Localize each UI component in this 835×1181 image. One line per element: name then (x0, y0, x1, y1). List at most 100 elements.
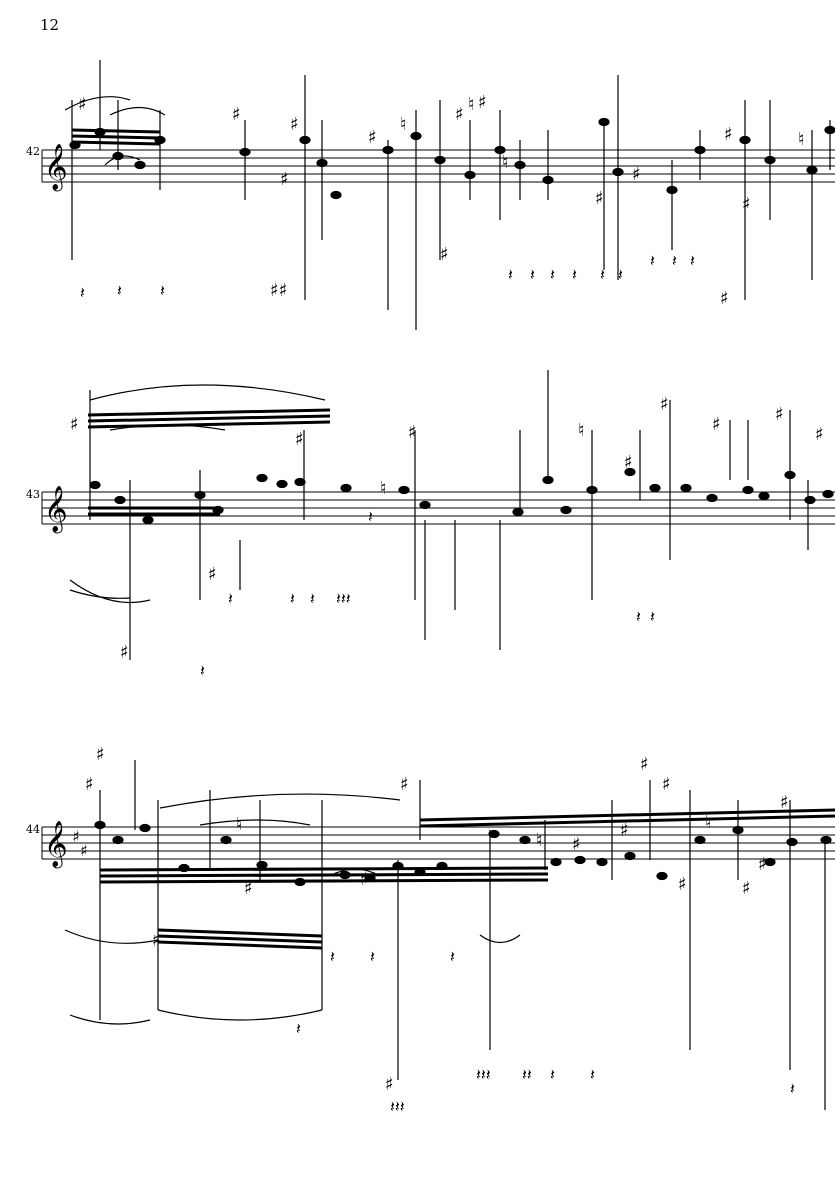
svg-text:♯: ♯ (78, 94, 87, 115)
svg-text:♯♯: ♯♯ (270, 280, 287, 301)
beams-43 (87, 408, 331, 516)
accidentals-44: ♯ ♯ ♮ ♯ ♯ ♯ ♮ ♯ ♯ ♯ ♯ ♮ ♯ ♯ ♯ ♯ ♯ ♯ (85, 744, 789, 1095)
svg-text:♯: ♯ (572, 834, 581, 855)
svg-text:♯: ♯ (724, 124, 733, 145)
beams-42 (71, 128, 161, 146)
svg-text:♯: ♯ (290, 114, 299, 135)
svg-text:♯: ♯ (455, 104, 464, 125)
staff-system-43: 𝄞 (41, 370, 835, 680)
svg-text:♯: ♯ (632, 164, 641, 185)
treble-clef-icon: 𝄞 (44, 486, 68, 534)
svg-text:♯: ♯ (815, 424, 824, 445)
svg-text:♮: ♮ (536, 830, 542, 851)
svg-text:♯: ♯ (400, 774, 409, 795)
svg-text:𝄽: 𝄽 (508, 265, 513, 284)
svg-text:𝄽: 𝄽 (530, 265, 535, 284)
svg-text:♯: ♯ (408, 422, 417, 443)
treble-clef-icon: 𝄞 (44, 144, 68, 192)
svg-text:♯: ♯ (595, 188, 604, 209)
svg-text:♯: ♯ (758, 854, 767, 875)
svg-text:𝄽: 𝄽 (618, 265, 623, 284)
treble-clef-icon: 𝄞 (44, 821, 68, 869)
svg-text:𝄽: 𝄽 (650, 251, 655, 270)
svg-text:♮: ♮ (236, 814, 242, 835)
svg-text:𝄽: 𝄽 (450, 947, 455, 966)
svg-text:♯: ♯ (742, 194, 751, 215)
svg-text:𝄽: 𝄽 (200, 661, 205, 680)
beams-44 (99, 808, 835, 950)
slurs-42 (64, 96, 166, 166)
staff-system-42: 𝄞 (41, 60, 835, 330)
svg-text:♯: ♯ (660, 394, 669, 415)
accidentals-42: ♯ ♯ ♯ ♯ ♯ ♮ ♯ ♮ ♯ ♮ ♯ ♯ ♯ ♯ ♮ ♯ ♯ ♯♯ (78, 92, 804, 309)
svg-text:♯: ♯ (208, 564, 217, 585)
svg-text:♯: ♯ (662, 774, 671, 795)
svg-text:♯: ♯ (775, 404, 784, 425)
svg-text:♯: ♯ (368, 127, 377, 148)
staff-system-44: 𝄞 ♯ ♯ (41, 744, 835, 1116)
notes-42 (69, 60, 835, 330)
svg-text:𝄽: 𝄽 (228, 589, 233, 608)
svg-text:𝄽: 𝄽 (370, 947, 375, 966)
notes-43 (89, 370, 834, 660)
svg-text:♯: ♯ (80, 841, 88, 860)
page-number: 12 (40, 16, 60, 34)
svg-text:♮: ♮ (798, 129, 804, 150)
svg-text:♮: ♮ (502, 152, 508, 173)
svg-text:♯: ♯ (360, 869, 369, 890)
svg-text:𝄽: 𝄽 (590, 1065, 595, 1084)
svg-text:𝄽: 𝄽 (330, 947, 335, 966)
svg-text:𝄽: 𝄽 (636, 607, 641, 626)
svg-text:𝄽: 𝄽 (550, 265, 555, 284)
svg-text:𝄽𝄽𝄽: 𝄽𝄽𝄽 (336, 589, 351, 608)
svg-text:♮: ♮ (705, 812, 711, 833)
svg-text:♯: ♯ (712, 414, 721, 435)
svg-text:♯: ♯ (70, 414, 79, 435)
svg-text:♯: ♯ (385, 1074, 394, 1095)
svg-text:♯: ♯ (678, 874, 687, 895)
svg-text:♯: ♯ (96, 744, 105, 765)
rests-44: 𝄽 𝄽 𝄽 𝄽 𝄽𝄽𝄽 𝄽𝄽𝄽 𝄽𝄽 𝄽 𝄽 𝄽 (296, 947, 795, 1116)
svg-text:♯: ♯ (624, 452, 633, 473)
measure-number-42: 42 (26, 145, 40, 158)
svg-text:♮: ♮ (468, 94, 474, 115)
svg-text:𝄽: 𝄽 (690, 251, 695, 270)
rests-43: 𝄽 𝄽 𝄽 𝄽𝄽𝄽 𝄽 𝄽 𝄽 𝄽 (200, 507, 655, 680)
measure-number-44: 44 (26, 823, 40, 836)
staff-lines (41, 826, 835, 860)
svg-text:♯: ♯ (72, 827, 80, 846)
svg-text:𝄽: 𝄽 (117, 281, 122, 300)
notes-44 (94, 760, 832, 1110)
svg-text:𝄽𝄽: 𝄽𝄽 (522, 1065, 532, 1084)
slurs-43 (69, 384, 326, 603)
svg-text:♯: ♯ (232, 104, 241, 125)
svg-text:♯: ♯ (152, 930, 161, 951)
svg-text:𝄽: 𝄽 (600, 265, 605, 284)
svg-text:𝄽: 𝄽 (672, 251, 677, 270)
accidentals-43: ♯ ♯ ♯ ♮ ♯ ♯ ♯ ♯ ♯ ♮ ♯ ♯ (70, 394, 824, 663)
svg-text:𝄽: 𝄽 (650, 607, 655, 626)
svg-text:𝄽: 𝄽 (310, 589, 315, 608)
svg-text:♯: ♯ (720, 288, 729, 309)
svg-text:♯: ♯ (640, 754, 649, 775)
rests-42: 𝄽 𝄽 𝄽 𝄽 𝄽 𝄽 𝄽 𝄽 𝄽 𝄽 𝄽 𝄽 (80, 251, 695, 302)
svg-text:𝄽: 𝄽 (296, 1019, 301, 1038)
svg-text:𝄽: 𝄽 (550, 1065, 555, 1084)
svg-text:𝄽: 𝄽 (290, 589, 295, 608)
svg-text:♯: ♯ (440, 244, 449, 265)
svg-text:♯: ♯ (120, 642, 129, 663)
svg-text:𝄽: 𝄽 (368, 507, 373, 526)
svg-text:♯: ♯ (295, 429, 304, 450)
svg-text:𝄽: 𝄽 (80, 283, 85, 302)
svg-text:♯: ♯ (620, 820, 629, 841)
svg-text:𝄽: 𝄽 (790, 1079, 795, 1098)
slurs-44 (64, 793, 521, 1025)
svg-text:♯: ♯ (244, 878, 253, 899)
svg-text:𝄽𝄽𝄽: 𝄽𝄽𝄽 (390, 1097, 405, 1116)
svg-text:♯: ♯ (742, 878, 751, 899)
svg-text:♯: ♯ (780, 792, 789, 813)
svg-text:♯: ♯ (478, 92, 487, 113)
svg-text:♮: ♮ (578, 420, 584, 441)
svg-text:♯: ♯ (85, 774, 94, 795)
